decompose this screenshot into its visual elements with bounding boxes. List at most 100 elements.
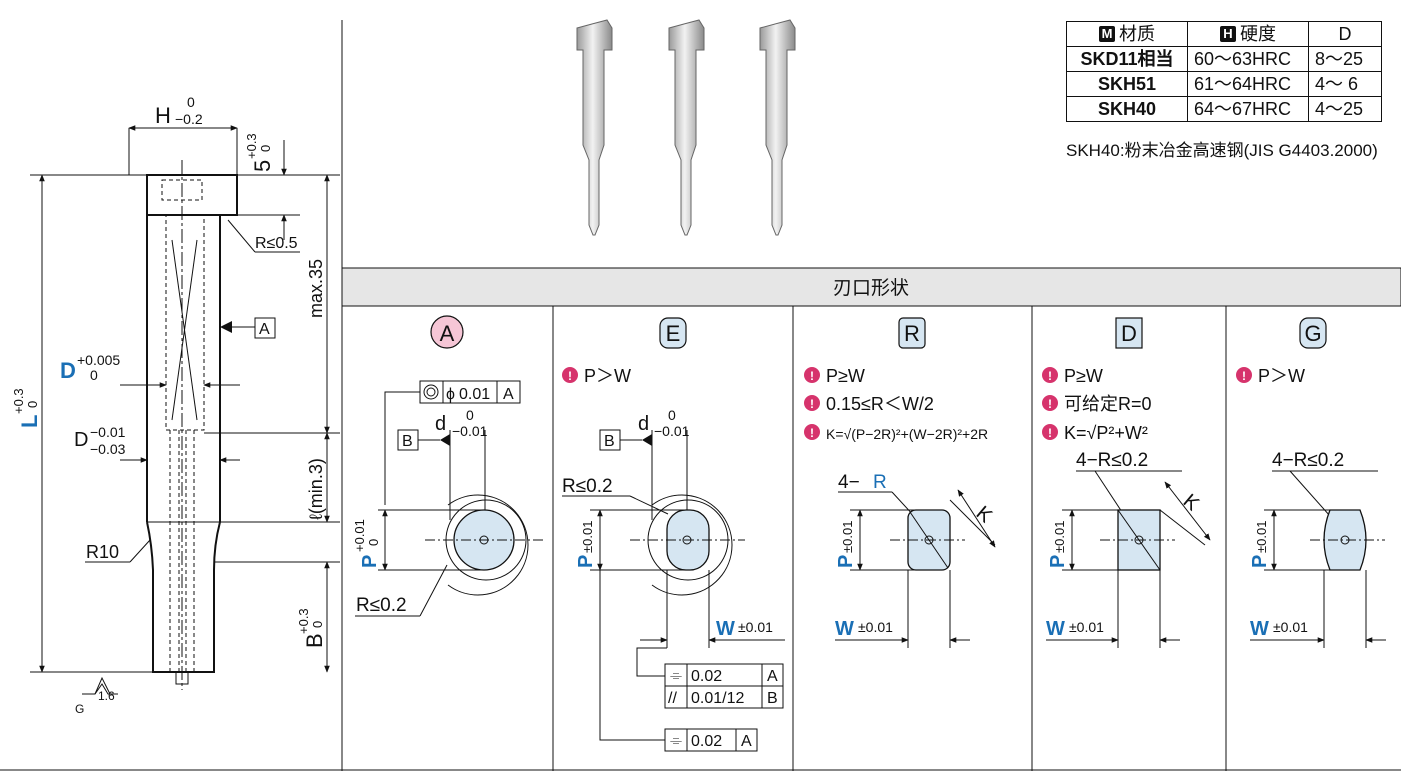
- shape-e-d-tol-upper: 0: [668, 407, 676, 423]
- l-label: L: [17, 415, 42, 428]
- shape-d-w-tol: ±0.01: [1069, 619, 1104, 635]
- svg-text:!: !: [1048, 397, 1052, 411]
- shape-g-code: G: [1304, 321, 1321, 346]
- hardness-marker: H: [1220, 26, 1236, 42]
- svg-text://: //: [668, 690, 677, 707]
- shape-r-cond-2: 0.15≤R＜W/2: [826, 394, 934, 414]
- svg-text:!: !: [1048, 426, 1052, 440]
- svg-text:!: !: [1242, 369, 1246, 383]
- hardness-cell: 61〜64HRC: [1187, 71, 1309, 97]
- shape-e-w-tol: ±0.01: [738, 619, 773, 635]
- b-label: B: [302, 633, 327, 648]
- five-label: 5: [250, 160, 275, 172]
- shape-r-k: K: [972, 502, 997, 528]
- tol-frame-1-datum: A: [767, 668, 778, 685]
- warning-icon: [562, 367, 578, 383]
- svg-text:⌯: ⌯: [670, 667, 682, 684]
- punch-shank: [146, 215, 221, 522]
- shape-a-datum-b: B: [402, 433, 413, 450]
- l-tol-upper: +0.3: [11, 388, 26, 414]
- shape-a-d-tol-upper: 0: [466, 407, 474, 423]
- shape-r-corner-r: R: [873, 472, 887, 493]
- tol-frame-2-datum: B: [767, 690, 778, 707]
- tol-frame-2-value: 0.01/12: [691, 690, 744, 707]
- coax-datum: A: [503, 386, 514, 403]
- punch-tip: [146, 521, 221, 673]
- shape-g-badge: [1299, 317, 1327, 349]
- five-tol-lower: 0: [258, 145, 273, 152]
- d-tol-lower: 0: [90, 367, 98, 383]
- shape-g-corner: 4−R≤0.2: [1272, 450, 1344, 471]
- punch-head: [146, 174, 238, 216]
- svg-text:⌯: ⌯: [670, 732, 682, 749]
- shape-a-r: R≤0.2: [356, 595, 407, 616]
- table-row: SKH40 64〜67HRC 4〜25: [1066, 96, 1382, 122]
- grade-cell: SKH51: [1066, 71, 1188, 97]
- shape-g-cond-1: P＞W: [1258, 366, 1305, 386]
- shape-d-p-tol: ±0.01: [1052, 521, 1067, 553]
- shape-a-d: d: [435, 413, 446, 435]
- hardness-header: 硬度: [1240, 24, 1276, 44]
- svg-text:!: !: [810, 369, 814, 383]
- roughness-value: 1.6: [98, 689, 115, 703]
- shape-d-corner: 4−R≤0.2: [1076, 450, 1148, 471]
- h-label: H: [155, 103, 171, 128]
- section-header-title: 刃口形状: [833, 277, 909, 299]
- shape-e-code: E: [666, 321, 681, 346]
- shape-r-cond-1: P≥W: [826, 366, 865, 386]
- shape-d-badge: [1115, 317, 1143, 349]
- ell-min-label: ℓ(min.3): [306, 458, 326, 520]
- coax-phi: ϕ: [446, 386, 455, 403]
- shape-g-w-tol: ±0.01: [1273, 619, 1308, 635]
- d2-label: D: [74, 429, 88, 451]
- shape-r-panel: R ! P≥W ! 0.15≤R＜W/2 ! K=√(P−2R)²+(W−2R)…: [804, 317, 997, 648]
- d-cell: 8〜25: [1308, 46, 1382, 72]
- material-marker: M: [1099, 26, 1115, 42]
- shape-e-w: W: [716, 618, 735, 640]
- shape-r-w-tol: ±0.01: [858, 619, 893, 635]
- d-label: D: [60, 358, 76, 383]
- shape-a-code: A: [440, 321, 455, 346]
- d2-tol-lower: −0.03: [90, 441, 126, 457]
- tol-frame-3-datum: A: [741, 733, 752, 750]
- shape-r-p: P: [835, 555, 857, 568]
- shape-d-w: W: [1046, 618, 1065, 640]
- table-row: SKH51 61〜64HRC 4〜 6: [1066, 71, 1382, 97]
- shape-e-d: d: [638, 413, 649, 435]
- shape-d-cond-1: P≥W: [1064, 366, 1103, 386]
- table-row: SKD11相当 60〜63HRC 8〜25: [1066, 46, 1382, 72]
- shape-r-badge: [898, 317, 926, 349]
- b-tol-upper: +0.3: [296, 608, 311, 634]
- r-head-label: R≤0.5: [255, 235, 298, 252]
- d2-tol-upper: −0.01: [90, 424, 126, 440]
- shape-e-datum-b: B: [604, 433, 615, 450]
- shape-g-panel: G ! P＞W 4−R≤0.2 P ±0.01 W ±0.01: [1236, 317, 1386, 648]
- max35-label: max.35: [306, 259, 326, 318]
- shape-a-p: P: [359, 555, 381, 568]
- grade-cell: SKH40: [1066, 96, 1188, 122]
- shape-r-code: R: [904, 321, 920, 346]
- shape-e-badge: [659, 317, 687, 349]
- b-tol-lower: 0: [310, 621, 325, 628]
- material-header: 材质: [1119, 24, 1155, 44]
- grade-cell: SKD11相当: [1066, 46, 1188, 72]
- svg-text:!: !: [810, 397, 814, 411]
- main-punch-drawing: H 0 −0.2 5 +0.3 0 R≤0.5 max.35 A D: [11, 94, 340, 716]
- shape-r-corner: 4−: [838, 472, 860, 493]
- shape-d-code: D: [1121, 321, 1137, 346]
- d-cell: 4〜25: [1308, 96, 1382, 122]
- l-tol-lower: 0: [25, 401, 40, 408]
- shape-a-d-tol-lower: −0.01: [452, 423, 488, 439]
- d-tol-upper: +0.005: [77, 352, 120, 368]
- product-photo: [576, 19, 796, 236]
- shape-a-badge: [430, 315, 464, 349]
- coax-value: 0.01: [459, 386, 490, 403]
- shape-d-cond-2: 可给定R=0: [1064, 394, 1152, 414]
- shape-a-p-tol-upper: +0.01: [352, 519, 367, 552]
- tol-frame-1-value: 0.02: [691, 668, 722, 685]
- shape-g-w: W: [1250, 618, 1269, 640]
- shape-d-p: P: [1047, 555, 1069, 568]
- shape-e-p-tol: ±0.01: [580, 521, 595, 553]
